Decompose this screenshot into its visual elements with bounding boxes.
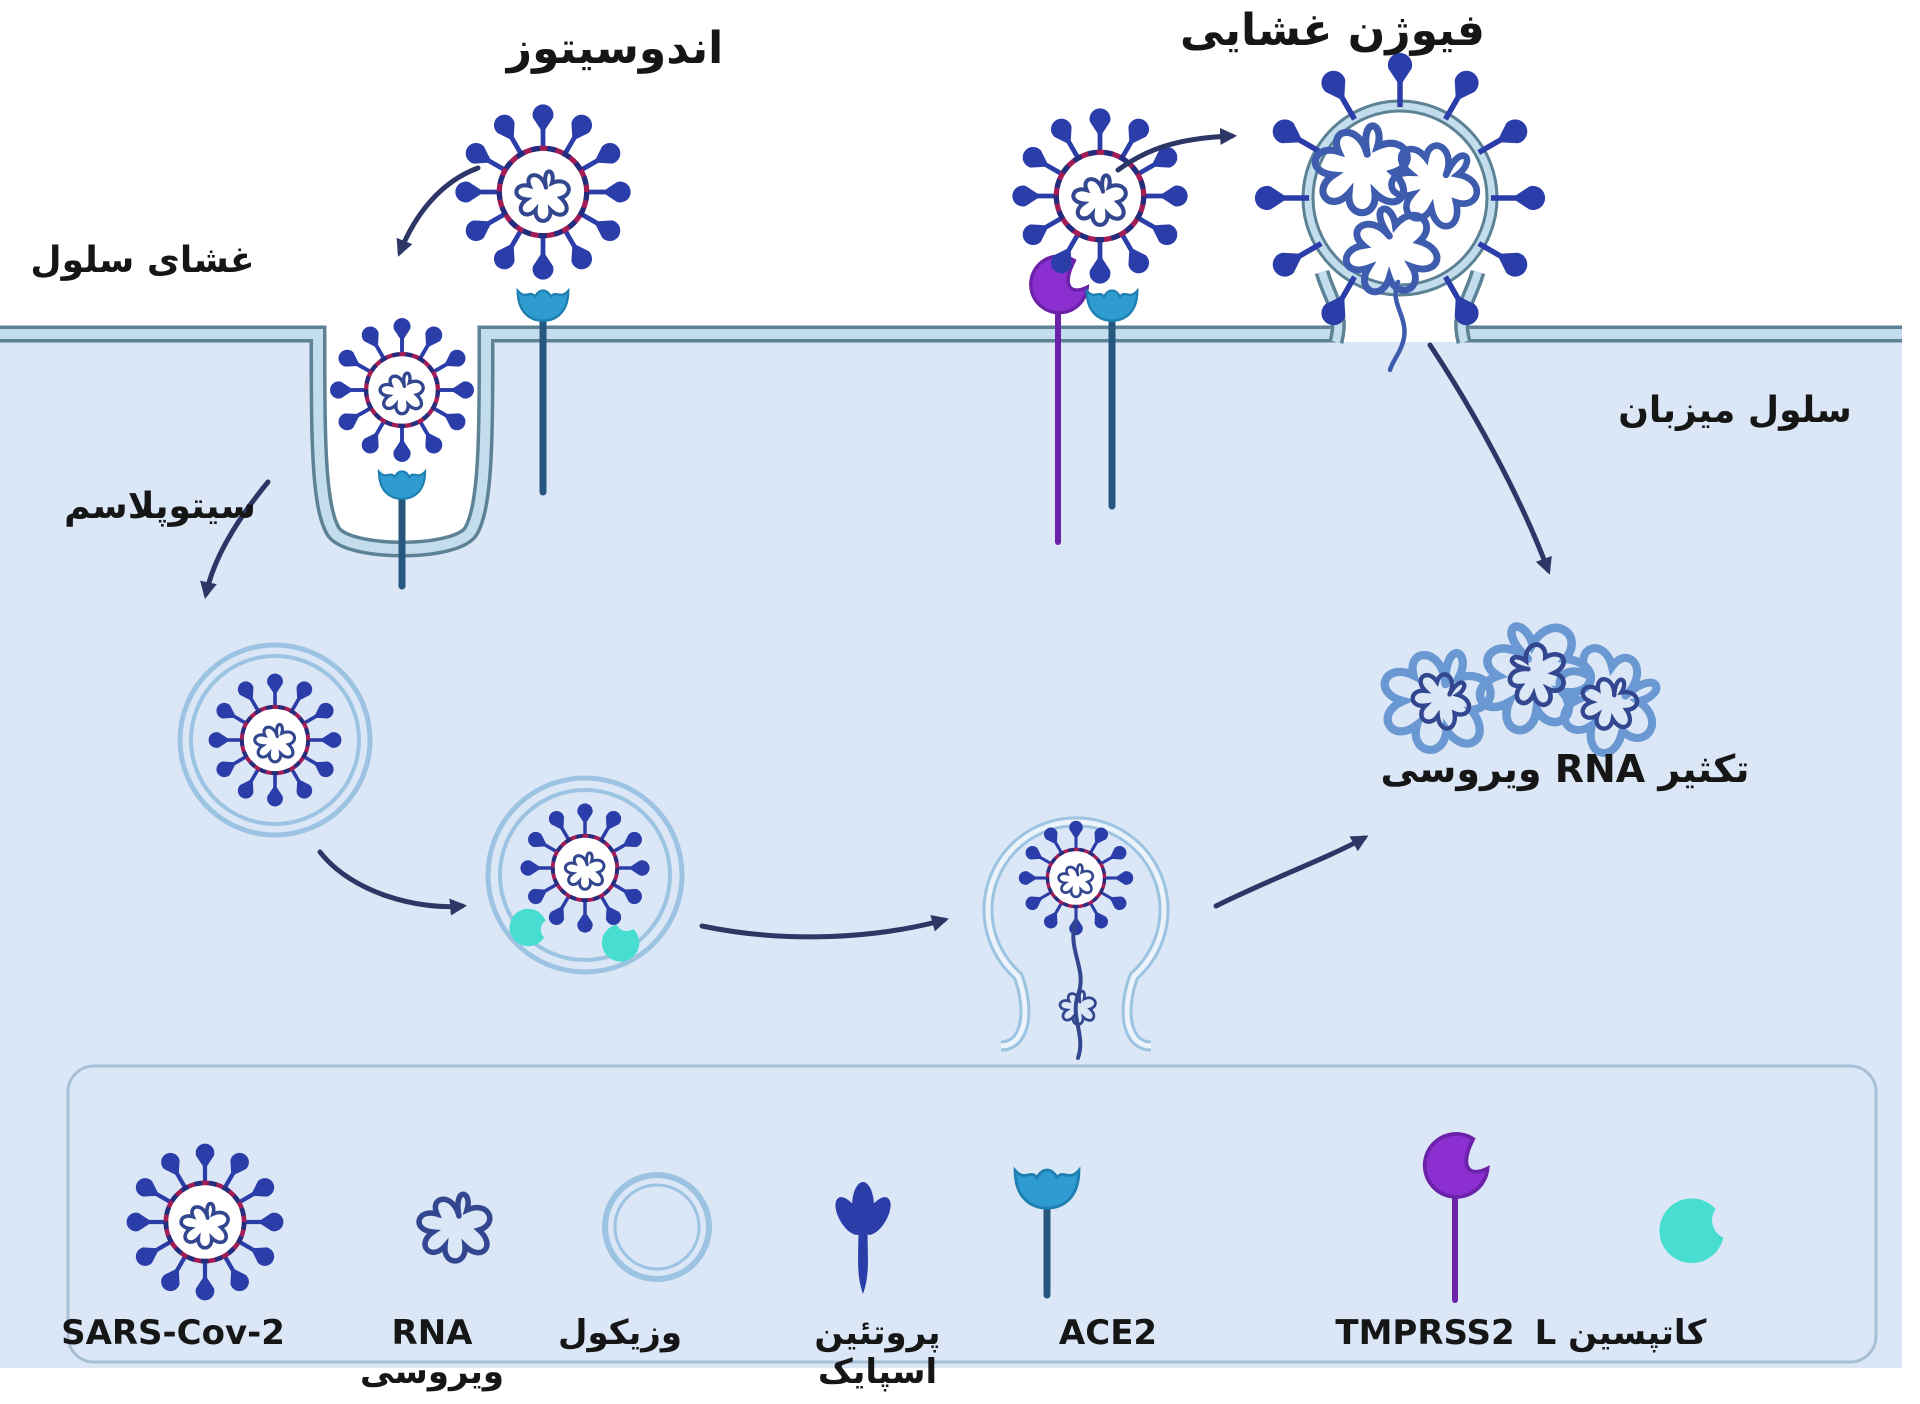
legend-label-sars-cov-2: SARS-Cov-2 [61,1313,285,1353]
legend-label-spike-protein: پروتئین اسپایک [814,1313,941,1393]
endocytosis-title: اندوسیتوز [506,23,724,74]
arrow-fusion-to-rna [1427,342,1552,575]
membrane-fusion-title: فیوژن غشایی [1180,5,1485,56]
arrow-to-fusion [1115,127,1238,173]
viral-rna-replication-label: تکثیر RNA ویروسی [1380,747,1750,791]
arrow-endosome1-to-2 [317,849,468,916]
arrow-release-to-rna [1213,835,1369,909]
cell-membrane-label: غشای سلول [30,240,255,281]
arrow-endosome2-to-3 [699,914,949,940]
ace2-receptor-icon [1013,1168,1081,1299]
cytoplasm-label: سیتوپلاسم [64,486,256,527]
legend-label-cathepsin-l: کاتپسین L [1534,1313,1707,1353]
legend-label-vesicle: وزیکول [557,1313,683,1353]
legend-label-tmprss2: TMPRSS2 [1335,1313,1515,1353]
legend-label-viral-rna: RNA ویروسی [359,1313,505,1393]
vesicle-circle-icon [602,1172,712,1282]
process-arrows [200,127,1552,940]
tmprss2-receptor-icon [1417,1127,1494,1303]
legend-icons [127,1127,1724,1303]
arrow-to-endosome [200,479,271,599]
membrane-fusion-bulge [1254,52,1546,373]
arrow-to-pit [396,165,481,257]
legend-label-ace2: ACE2 [1058,1313,1158,1353]
legend-box [66,1064,1878,1364]
cathepsin-l-icon [1659,1198,1724,1264]
host-cell-label: سلول میزبان [1618,390,1852,431]
endosome-cathepsin [485,775,685,975]
endosome-early [177,642,373,838]
endosome-releasing-rna [982,816,1170,1060]
receptors [377,250,1139,590]
